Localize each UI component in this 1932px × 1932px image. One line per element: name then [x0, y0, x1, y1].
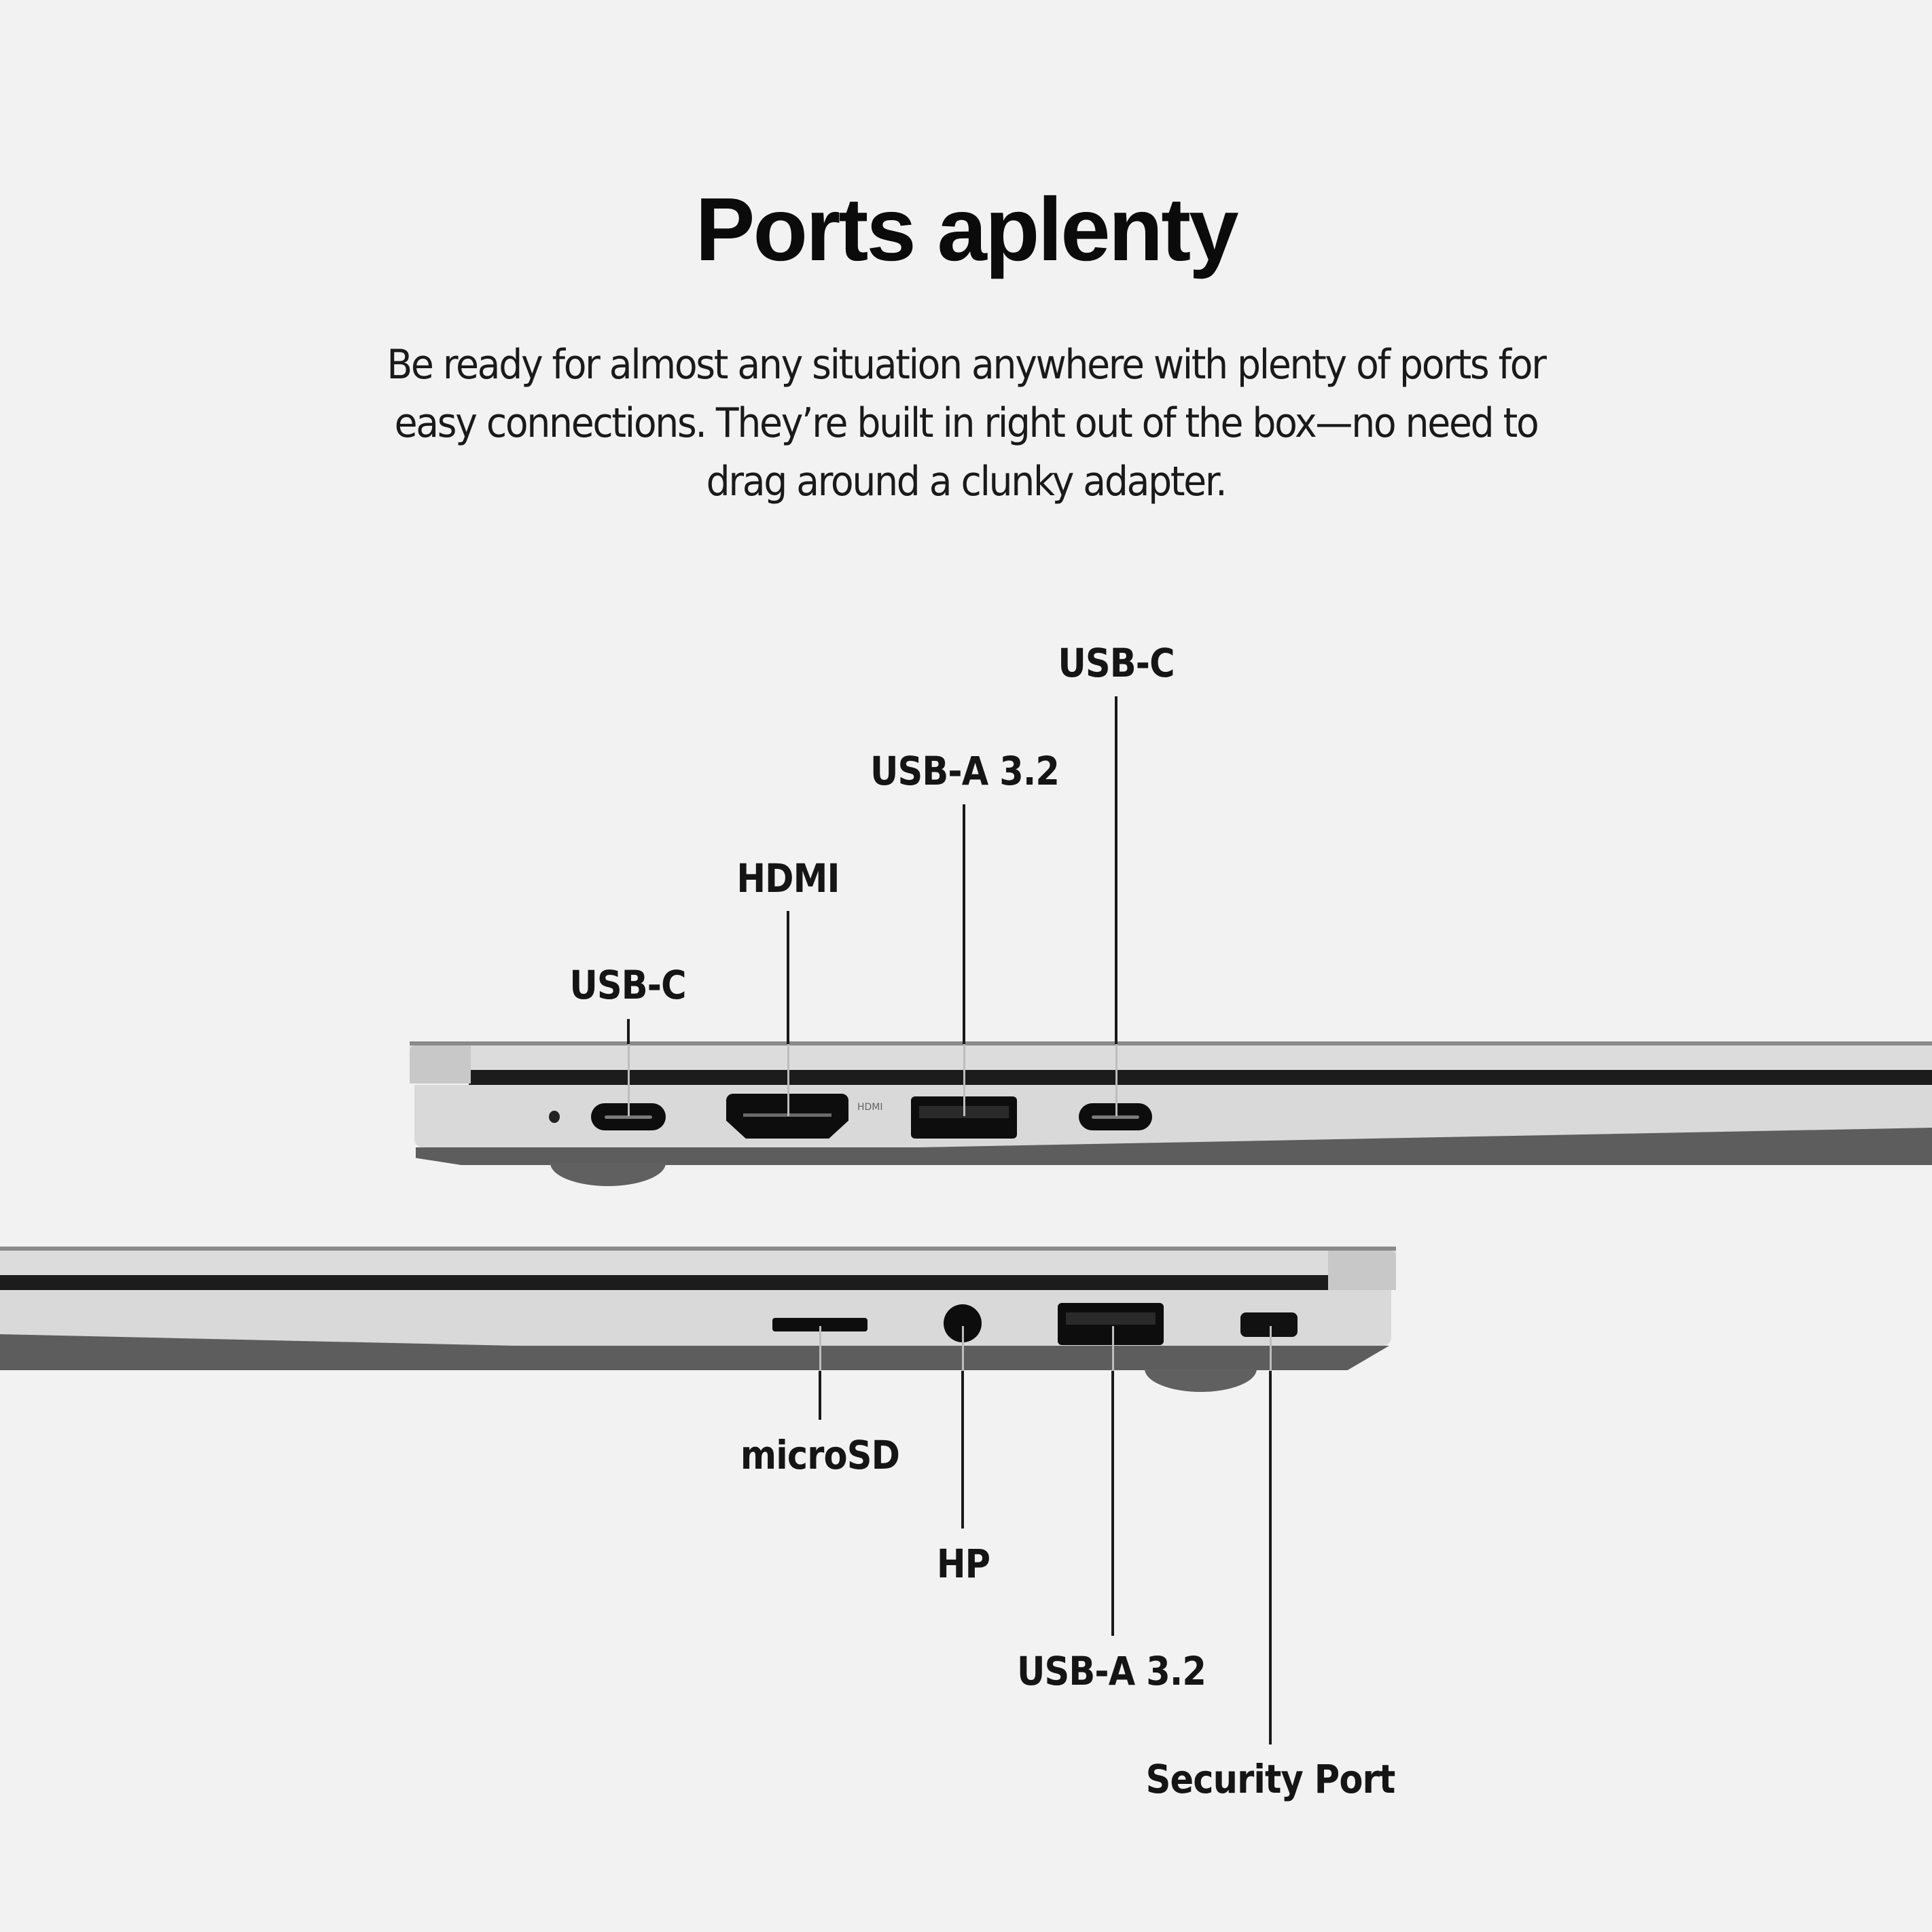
leader-line — [627, 1019, 630, 1044]
leader-line — [1269, 1371, 1272, 1745]
lid-front-corner — [410, 1045, 471, 1084]
microsd-slot-icon — [772, 1318, 867, 1331]
leader-line — [962, 1326, 964, 1371]
chassis-base — [0, 1346, 1389, 1370]
rubber-foot — [550, 1163, 666, 1186]
leader-line — [787, 911, 789, 1044]
leader-line — [1112, 1326, 1114, 1371]
leader-line — [819, 1371, 821, 1420]
leader-line — [1111, 1371, 1114, 1636]
leader-line — [819, 1326, 821, 1371]
leader-line — [963, 804, 965, 1044]
leader-line — [628, 1044, 630, 1116]
lid-top-edge — [0, 1247, 1396, 1251]
lid-panel — [0, 1251, 1396, 1275]
rubber-foot — [1145, 1369, 1257, 1392]
port-label-usb-a: USB-A 3.2 — [870, 748, 1060, 794]
page-description: Be ready for almost any situation anywhe… — [387, 341, 1547, 505]
port-label-headphone: HP — [936, 1541, 990, 1587]
page-title: Ports aplenty — [695, 179, 1238, 279]
lid-top-edge — [410, 1041, 1932, 1045]
port-label-hdmi: HDMI — [736, 855, 840, 901]
hinge-gap — [0, 1275, 1331, 1290]
leader-line — [787, 1044, 789, 1116]
lid-panel — [410, 1045, 1932, 1070]
port-label-usb-c: USB-C — [1058, 640, 1175, 686]
lid-front-corner — [1328, 1251, 1396, 1290]
chassis-base — [416, 1147, 1932, 1165]
leader-line — [963, 1044, 965, 1116]
port-label-security: Security Port — [1145, 1756, 1396, 1802]
hdmi-engraving: HDMI — [857, 1102, 883, 1113]
leader-line — [961, 1371, 964, 1528]
security-lock-slot-icon — [1240, 1312, 1298, 1337]
port-label-usb-c: USB-C — [569, 962, 686, 1008]
port-label-microsd: microSD — [740, 1432, 900, 1478]
usb-a-port-icon — [1058, 1303, 1164, 1345]
leader-line — [1115, 1044, 1117, 1116]
leader-line — [1115, 696, 1117, 1044]
chassis-body — [0, 1290, 1391, 1346]
leader-line — [1270, 1326, 1272, 1371]
port-label-usb-a: USB-A 3.2 — [1016, 1648, 1206, 1694]
hinge-gap — [469, 1070, 1932, 1085]
status-led-icon — [549, 1111, 560, 1123]
